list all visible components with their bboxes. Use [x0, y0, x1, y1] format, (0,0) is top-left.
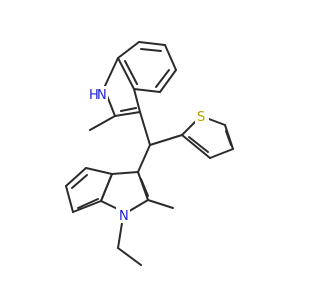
central-methine-bonds	[137, 111, 183, 173]
nh-nitrogen-label: N	[97, 88, 107, 103]
atom-sulfur: S	[195, 108, 209, 125]
atom-nh: H N	[86, 86, 108, 103]
upper-indole-benzene-ring	[117, 41, 177, 93]
nh-hydrogen-label: H	[89, 88, 99, 103]
n-ethyl-nitrogen-label: N	[119, 209, 129, 224]
atom-n-ethyl: N	[116, 207, 130, 224]
thiophene-ring	[181, 115, 234, 159]
lower-indole-pyrrole-ring	[100, 171, 174, 266]
lower-indole-benzene-ring	[65, 167, 113, 213]
molecule-structure: H N N S	[65, 41, 234, 266]
sulfur-label: S	[197, 110, 205, 125]
